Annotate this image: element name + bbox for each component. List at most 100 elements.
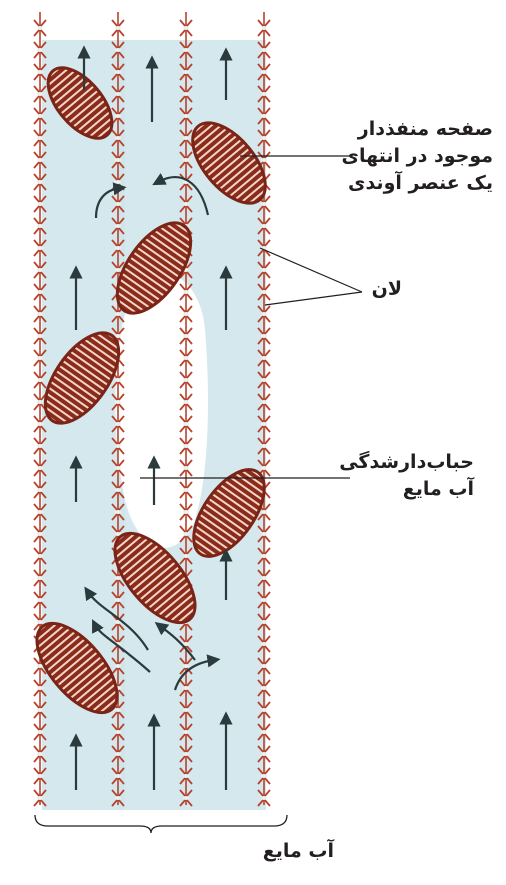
pit-membrane xyxy=(37,400,43,404)
pit-membrane xyxy=(115,576,121,580)
label-perforation-plate: صفحه منفذدار موجود در انتهای یک عنصر آون… xyxy=(342,116,493,197)
pit-membrane xyxy=(261,598,267,602)
pit-membrane xyxy=(115,510,121,514)
pit-membrane xyxy=(261,224,267,228)
pit-membrane xyxy=(115,488,121,492)
pit-membrane xyxy=(37,686,43,690)
pit-membrane xyxy=(261,576,267,580)
pit-membrane xyxy=(115,246,121,250)
pit-membrane xyxy=(37,334,43,338)
pit-membrane xyxy=(261,400,267,404)
pit-membrane xyxy=(183,136,189,140)
pit-membrane xyxy=(115,136,121,140)
pit-membrane xyxy=(261,686,267,690)
pit-membrane xyxy=(183,400,189,404)
pit-membrane xyxy=(261,268,267,272)
pit-membrane xyxy=(115,92,121,96)
pit-membrane xyxy=(261,202,267,206)
pit-membrane xyxy=(37,246,43,250)
label-embolism: حباب‌دارشدگی آب مایع xyxy=(339,449,474,503)
pit-membrane xyxy=(183,664,189,668)
pit-membrane xyxy=(37,356,43,360)
pit-membrane xyxy=(115,202,121,206)
pit-membrane xyxy=(183,444,189,448)
pit-membrane xyxy=(261,378,267,382)
pit-membrane xyxy=(37,422,43,426)
pit-membrane xyxy=(183,774,189,778)
pit-membrane xyxy=(37,180,43,184)
pit-membrane xyxy=(261,26,267,30)
pit-membrane xyxy=(183,312,189,316)
pit-membrane xyxy=(37,268,43,272)
pit-membrane xyxy=(261,730,267,734)
pit-membrane xyxy=(37,114,43,118)
pit-membrane xyxy=(115,114,121,118)
pit-membrane xyxy=(115,796,121,800)
pit-membrane xyxy=(183,114,189,118)
pit-membrane xyxy=(37,444,43,448)
pit-membrane xyxy=(183,48,189,52)
pit-membrane xyxy=(115,466,121,470)
embolism-bubble xyxy=(115,274,208,548)
pit-membrane xyxy=(37,92,43,96)
pit-membrane xyxy=(183,422,189,426)
pit-membrane xyxy=(115,48,121,52)
pit-membrane xyxy=(37,48,43,52)
pit-membrane xyxy=(261,158,267,162)
pit-membrane xyxy=(183,26,189,30)
pit-membrane xyxy=(37,576,43,580)
pit-membrane xyxy=(183,532,189,536)
pit-membrane xyxy=(261,532,267,536)
pit-membrane xyxy=(183,334,189,338)
pit-membrane xyxy=(261,356,267,360)
pit-membrane xyxy=(183,686,189,690)
pit-membrane xyxy=(261,774,267,778)
pit-membrane xyxy=(261,290,267,294)
pit-membrane xyxy=(261,466,267,470)
pit-membrane xyxy=(261,510,267,514)
pit-membrane xyxy=(115,664,121,668)
pit-membrane xyxy=(37,136,43,140)
pit-membrane xyxy=(183,708,189,712)
pit-membrane xyxy=(115,400,121,404)
pit-membrane xyxy=(37,70,43,74)
pit-membrane xyxy=(37,730,43,734)
pit-membrane xyxy=(115,224,121,228)
pit-membrane xyxy=(115,312,121,316)
pit-membrane xyxy=(183,378,189,382)
pit-membrane xyxy=(37,554,43,558)
pit-membrane xyxy=(37,752,43,756)
pit-membrane xyxy=(37,466,43,470)
pit-membrane xyxy=(37,202,43,206)
pit-membrane xyxy=(261,554,267,558)
pit-membrane xyxy=(115,180,121,184)
pit-membrane xyxy=(261,422,267,426)
pit-membrane xyxy=(37,796,43,800)
pit-membrane xyxy=(261,334,267,338)
pit-membrane xyxy=(261,136,267,140)
pit-membrane xyxy=(37,488,43,492)
pit-membrane xyxy=(37,532,43,536)
pit-membrane xyxy=(37,620,43,624)
pit-membrane xyxy=(183,796,189,800)
pit-membrane xyxy=(115,708,121,712)
pit-membrane xyxy=(115,774,121,778)
pit-membrane xyxy=(37,26,43,30)
pit-membrane xyxy=(37,598,43,602)
pit-membrane xyxy=(115,444,121,448)
pit-membrane xyxy=(183,510,189,514)
label-bottom-water: آب مایع xyxy=(263,838,334,865)
label-pit: لان xyxy=(372,276,402,303)
pit-membrane xyxy=(261,642,267,646)
pit-membrane xyxy=(37,158,43,162)
pit-membrane xyxy=(183,290,189,294)
bottom-brace xyxy=(35,815,287,833)
pit-membrane xyxy=(37,510,43,514)
pit-membrane xyxy=(115,422,121,426)
pit-membrane xyxy=(37,290,43,294)
pit-membrane xyxy=(261,796,267,800)
pit-membrane xyxy=(115,730,121,734)
pit-membrane xyxy=(183,70,189,74)
pit-membrane xyxy=(261,114,267,118)
pit-membrane xyxy=(183,92,189,96)
